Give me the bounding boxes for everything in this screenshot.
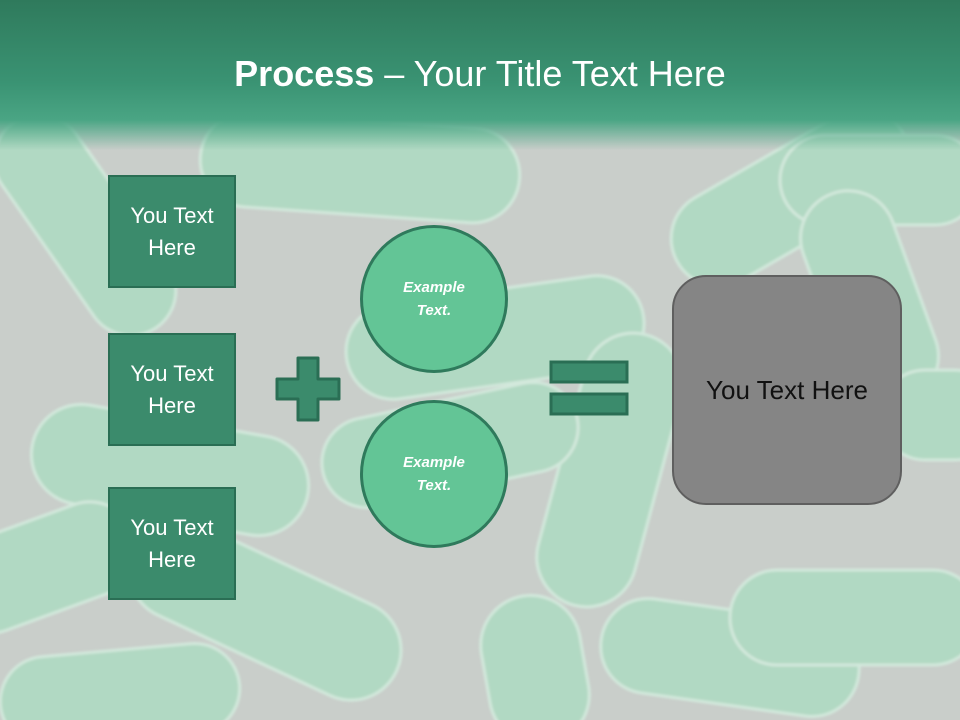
input-box-2[interactable]: You Text Here: [108, 333, 236, 446]
result-box[interactable]: You Text Here: [672, 275, 902, 505]
result-label: You Text Here: [706, 374, 868, 405]
example-circle-2-text: Example Text.: [403, 451, 465, 497]
input-box-1-line1: You Text: [130, 202, 214, 228]
example-circle-1-text: Example Text.: [403, 276, 465, 322]
title-bold: Process: [234, 53, 375, 94]
example-circle-2-line1: Example: [403, 454, 465, 471]
input-box-2-line1: You Text: [130, 360, 214, 386]
input-box-2-text: You Text Here: [130, 358, 213, 422]
input-box-3-text: You Text Here: [130, 512, 213, 576]
equals-icon: [549, 360, 629, 416]
example-circle-1-line2: Text.: [416, 302, 452, 319]
input-box-1-text: You Text Here: [130, 200, 213, 264]
example-circle-2[interactable]: Example Text.: [360, 400, 508, 548]
input-box-1[interactable]: You Text Here: [108, 175, 236, 288]
example-circle-1[interactable]: Example Text.: [360, 225, 508, 373]
plus-icon: [275, 356, 341, 422]
example-circle-2-line2: Text.: [416, 477, 452, 494]
title-rest: – Your Title Text Here: [374, 53, 726, 94]
input-box-3-line1: You Text: [130, 514, 214, 540]
input-box-2-line2: Here: [148, 392, 196, 418]
input-box-1-line2: Here: [148, 234, 196, 260]
page-title: Process – Your Title Text Here: [0, 50, 960, 98]
input-box-3-line2: Here: [148, 546, 196, 572]
example-circle-1-line1: Example: [403, 279, 465, 296]
input-box-3[interactable]: You Text Here: [108, 487, 236, 600]
title-bar: Process – Your Title Text Here: [0, 0, 960, 150]
